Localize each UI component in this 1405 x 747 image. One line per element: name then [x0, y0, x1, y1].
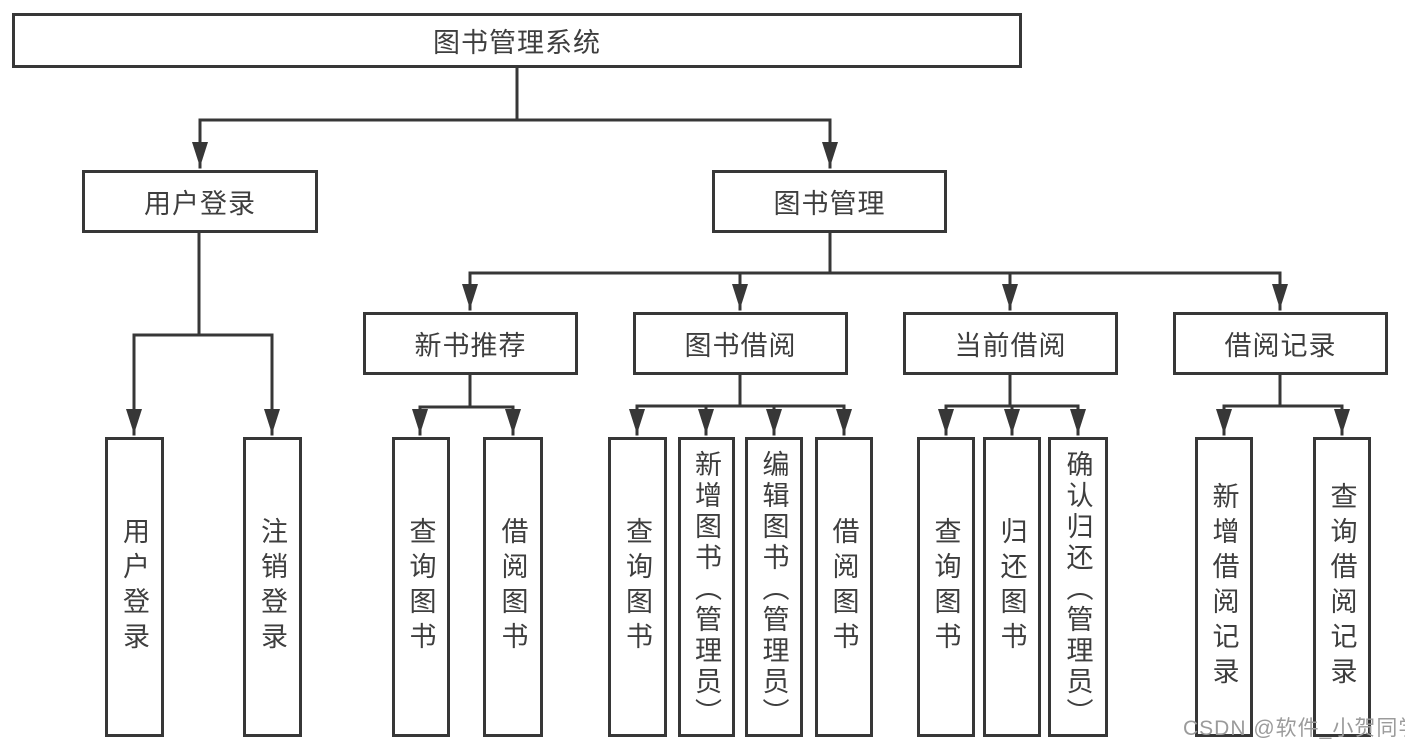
node-label: 图书借阅 — [684, 331, 797, 361]
node-label: 查询图书 — [622, 517, 652, 657]
node-user-login: 用户登录 — [82, 170, 318, 233]
node-label: 查询图书 — [930, 517, 961, 657]
node-label: 图书管理系统 — [433, 28, 601, 58]
node-book-borrow: 图书借阅 — [633, 312, 848, 375]
node-label: 注销登录 — [257, 517, 287, 657]
node-label: 借阅记录 — [1224, 331, 1337, 361]
node-label: 用户登录 — [119, 517, 149, 657]
leaf-query-books-recommend: 查询图书 — [392, 437, 450, 737]
node-label: 新书推荐 — [414, 331, 527, 361]
node-book-management: 图书管理 — [712, 170, 947, 233]
node-label: 查询图书 — [405, 517, 436, 657]
node-label: 新增图书（管理员） — [691, 450, 721, 729]
node-new-book-recommend: 新书推荐 — [363, 312, 578, 375]
leaf-confirm-return-admin: 确认归还（管理员） — [1048, 437, 1108, 737]
node-root: 图书管理系统 — [12, 13, 1022, 68]
leaf-borrow-books: 借阅图书 — [815, 437, 873, 737]
node-label: 借阅图书 — [828, 517, 859, 657]
node-current-borrow: 当前借阅 — [903, 312, 1118, 375]
connector-current-borrow — [938, 373, 1086, 436]
leaf-user-login: 用户登录 — [105, 437, 164, 737]
leaf-query-books-borrow: 查询图书 — [608, 437, 667, 737]
leaf-add-borrow-record: 新增借阅记录 — [1195, 437, 1253, 737]
node-label: 用户登录 — [144, 189, 256, 219]
leaf-logout: 注销登录 — [243, 437, 302, 737]
leaf-add-book-admin: 新增图书（管理员） — [678, 437, 735, 737]
leaf-edit-book-admin: 编辑图书（管理员） — [745, 437, 803, 737]
connector-new-book-recommend — [412, 373, 521, 436]
node-label: 当前借阅 — [954, 331, 1067, 361]
node-label: 新增借阅记录 — [1208, 482, 1239, 692]
node-label: 图书管理 — [773, 189, 886, 219]
leaf-borrow-books-recommend: 借阅图书 — [483, 437, 543, 737]
node-borrow-records: 借阅记录 — [1173, 312, 1388, 375]
node-label: 借阅图书 — [497, 517, 528, 657]
connector-user-login — [126, 231, 280, 436]
node-label: 确认归还（管理员） — [1062, 450, 1093, 729]
node-label: 编辑图书（管理员） — [758, 450, 789, 729]
connector-root — [192, 66, 838, 169]
watermark: CSDN @软件_小贺同学 — [1183, 717, 1405, 740]
leaf-return-books: 归还图书 — [983, 437, 1041, 737]
leaf-query-borrow-record: 查询借阅记录 — [1313, 437, 1371, 737]
leaf-query-books-current: 查询图书 — [917, 437, 975, 737]
connector-book-borrow — [629, 373, 852, 436]
connector-book-management — [462, 231, 1288, 311]
connector-borrow-records — [1216, 373, 1350, 436]
node-label: 归还图书 — [996, 517, 1027, 657]
node-label: 查询借阅记录 — [1326, 482, 1357, 692]
